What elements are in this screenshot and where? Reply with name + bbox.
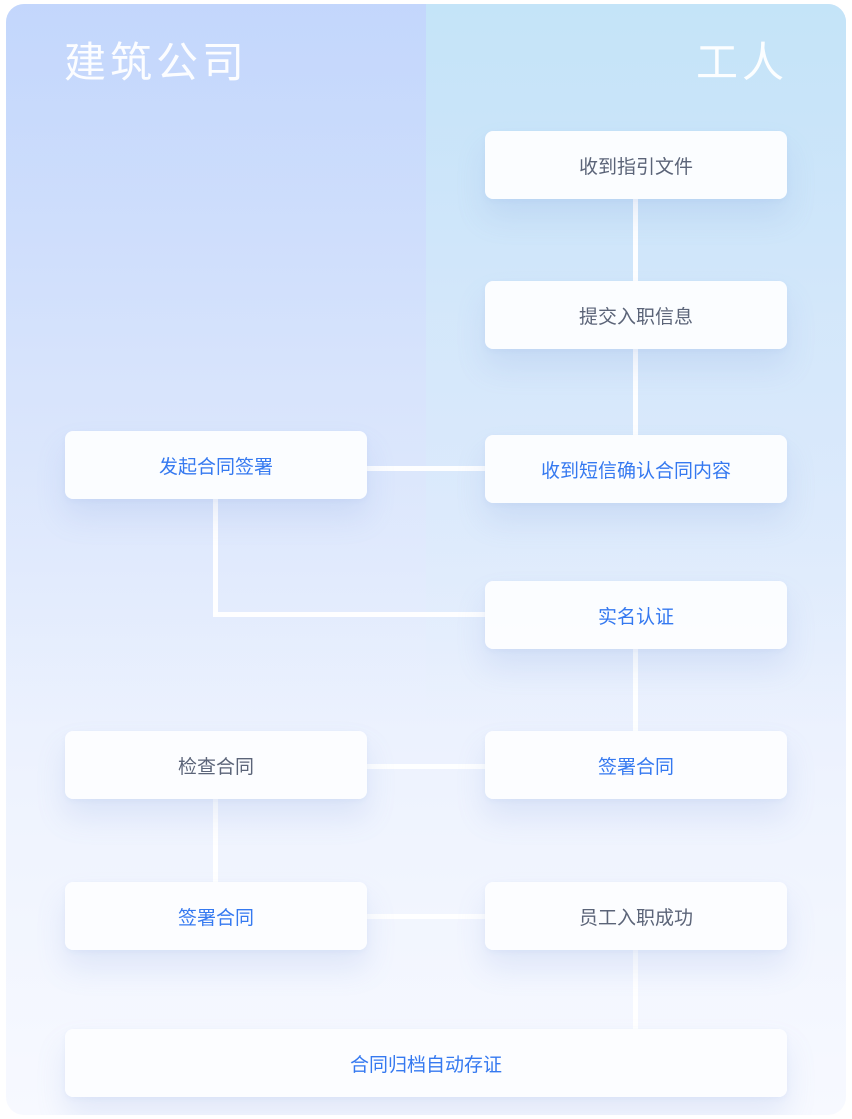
node-submit-info[interactable]: 提交入职信息 [485, 281, 787, 349]
node-worker-sign-contract[interactable]: 签署合同 [485, 731, 787, 799]
lane-title-worker: 工人 [695, 38, 788, 87]
flowchart-card: 建筑公司 工人 收到指引文件 提交入职信息 发起合同签署 收到短信确认合同内容 … [6, 4, 846, 1115]
node-start-signing[interactable]: 发起合同签署 [65, 431, 367, 499]
connector-submit-to-sms [633, 349, 638, 439]
connector-guide-to-submit [633, 199, 638, 284]
connector-start-to-sms [367, 466, 485, 471]
node-sms-confirm[interactable]: 收到短信确认合同内容 [485, 435, 787, 503]
lane-title-company: 建筑公司 [64, 38, 249, 87]
node-receive-guide[interactable]: 收到指引文件 [485, 131, 787, 199]
connector-start-down [213, 499, 218, 615]
node-archive[interactable]: 合同归档自动存证 [65, 1029, 787, 1097]
node-check-contract[interactable]: 检查合同 [65, 731, 367, 799]
node-company-sign-contract[interactable]: 签署合同 [65, 882, 367, 950]
connector-success-to-archive [633, 949, 638, 1029]
connector-start-to-auth [213, 612, 485, 617]
connector-check-to-company-sign [213, 799, 218, 884]
node-onboard-success[interactable]: 员工入职成功 [485, 882, 787, 950]
node-real-name-auth[interactable]: 实名认证 [485, 581, 787, 649]
connector-check-to-sign [367, 764, 485, 769]
connector-auth-to-sign [633, 649, 638, 734]
connector-company-sign-to-success [367, 914, 485, 919]
